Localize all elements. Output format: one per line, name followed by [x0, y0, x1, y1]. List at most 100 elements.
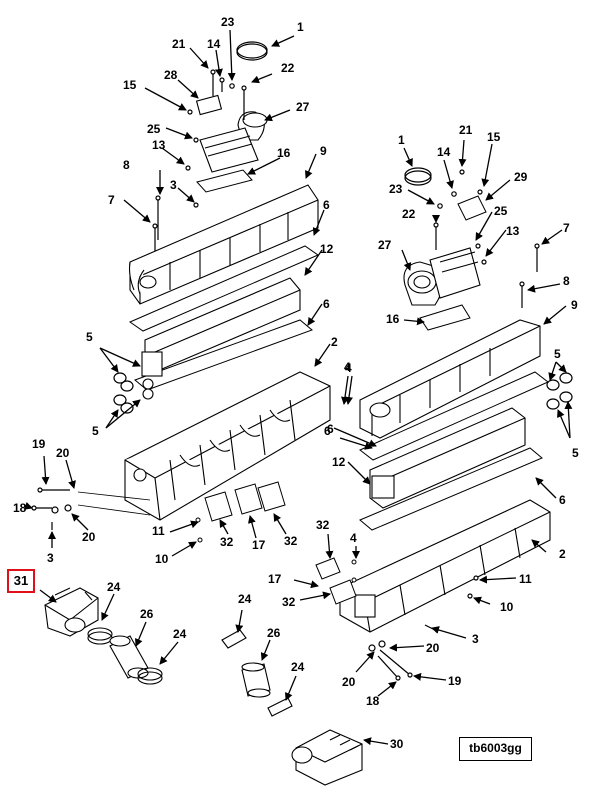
callout-26[interactable]: 26	[140, 607, 154, 621]
callout-24[interactable]: 24	[107, 580, 121, 594]
turbo-outlet-part	[291, 729, 363, 786]
gasket-part	[195, 481, 286, 543]
callout-22[interactable]: 22	[402, 207, 416, 221]
callout-9[interactable]: 9	[571, 298, 578, 312]
callout-5[interactable]: 5	[86, 330, 93, 344]
callout-10[interactable]: 10	[500, 600, 514, 614]
callout-18[interactable]: 18	[13, 501, 27, 515]
bolts-part	[152, 69, 247, 262]
callout-6[interactable]: 6	[327, 422, 334, 436]
callout-10[interactable]: 10	[155, 552, 169, 566]
callout-23[interactable]: 23	[389, 182, 403, 196]
gasket-part	[196, 169, 253, 193]
callout-8[interactable]: 8	[563, 274, 570, 288]
elbow-outlet-part	[195, 94, 268, 173]
callout-4[interactable]: 4	[344, 360, 351, 374]
callout-5[interactable]: 5	[572, 446, 579, 460]
callout-5[interactable]: 5	[554, 347, 561, 361]
figure-reference-label: tb6003gg	[459, 737, 532, 761]
callout-4[interactable]: 4	[350, 531, 357, 545]
turbo-outlet-part	[44, 587, 99, 637]
adapter-block-part	[141, 351, 163, 400]
clamp-part	[404, 167, 432, 186]
callout-5[interactable]: 5	[92, 424, 99, 438]
callout-16[interactable]: 16	[386, 312, 400, 326]
manifold-lower-part	[124, 371, 331, 521]
callout-2[interactable]: 2	[559, 547, 566, 561]
callout-24[interactable]: 24	[238, 592, 252, 606]
callout-15[interactable]: 15	[487, 130, 501, 144]
callout-24[interactable]: 24	[173, 627, 187, 641]
callout-6[interactable]: 6	[323, 198, 330, 212]
callout-18[interactable]: 18	[366, 694, 380, 708]
callout-22[interactable]: 22	[281, 61, 295, 75]
callout-3[interactable]: 3	[47, 551, 54, 565]
callout-1[interactable]: 1	[297, 20, 304, 34]
leader-lines	[77, 491, 151, 516]
callout-20[interactable]: 20	[56, 446, 70, 460]
gasket-strip-part	[359, 371, 549, 461]
callout-20[interactable]: 20	[426, 641, 440, 655]
callout-21[interactable]: 21	[459, 123, 473, 137]
heat-shield-part	[369, 407, 526, 509]
callout-6[interactable]: 6	[324, 424, 331, 438]
callout-6[interactable]: 6	[559, 493, 566, 507]
callout-13[interactable]: 13	[152, 138, 166, 152]
callout-30[interactable]: 30	[390, 737, 404, 751]
callout-19[interactable]: 19	[32, 437, 46, 451]
callout-27[interactable]: 27	[378, 238, 392, 252]
gasket-strip-part	[359, 447, 543, 531]
callout-16[interactable]: 16	[277, 146, 291, 160]
callout-23[interactable]: 23	[221, 15, 235, 29]
callout-19[interactable]: 19	[448, 674, 462, 688]
callout-25[interactable]: 25	[147, 122, 161, 136]
callout-27[interactable]: 27	[296, 100, 310, 114]
callout-11[interactable]: 11	[152, 524, 165, 538]
callout-3[interactable]: 3	[472, 632, 479, 646]
gasket-part	[315, 557, 357, 605]
elbow-outlet-part	[403, 247, 481, 306]
clamp-part	[236, 41, 268, 61]
callout-32[interactable]: 32	[316, 518, 330, 532]
callout-4[interactable]: 4	[345, 361, 352, 375]
callout-7[interactable]: 7	[108, 193, 115, 207]
callout-32[interactable]: 32	[284, 534, 298, 548]
manifold-upper-part	[359, 319, 541, 439]
callout-7[interactable]: 7	[563, 221, 570, 235]
o-ring-part	[113, 372, 134, 414]
highlighted-callout-box[interactable]: 31	[7, 569, 35, 593]
callout-3[interactable]: 3	[170, 178, 177, 192]
tube-assembly-part	[87, 627, 163, 685]
callout-15[interactable]: 15	[123, 78, 137, 92]
callout-14[interactable]: 14	[207, 37, 221, 51]
callout-8[interactable]: 8	[123, 158, 130, 172]
callout-17[interactable]: 17	[268, 572, 282, 586]
gasket-part	[419, 304, 471, 331]
callout-12[interactable]: 12	[332, 455, 346, 469]
leader-arrows	[24, 29, 573, 746]
callout-32[interactable]: 32	[282, 595, 296, 609]
callout-14[interactable]: 14	[437, 145, 451, 159]
callout-32[interactable]: 32	[220, 535, 234, 549]
flange-part	[457, 195, 487, 221]
callout-12[interactable]: 12	[320, 242, 334, 256]
callout-25[interactable]: 25	[494, 204, 508, 218]
highlighted-callout-label: 31	[13, 573, 29, 588]
tube-assembly-part	[221, 629, 293, 717]
callout-9[interactable]: 9	[320, 144, 327, 158]
callout-29[interactable]: 29	[514, 170, 528, 184]
callout-24[interactable]: 24	[291, 660, 305, 674]
callout-28[interactable]: 28	[164, 68, 178, 82]
callout-21[interactable]: 21	[172, 37, 186, 51]
callout-2[interactable]: 2	[331, 335, 338, 349]
callout-6[interactable]: 6	[323, 297, 330, 311]
callout-11[interactable]: 11	[519, 572, 532, 586]
callout-13[interactable]: 13	[506, 224, 520, 238]
callout-20[interactable]: 20	[82, 530, 96, 544]
callout-1[interactable]: 1	[398, 133, 405, 147]
callout-26[interactable]: 26	[267, 626, 281, 640]
callout-17[interactable]: 17	[252, 538, 266, 552]
gasket-strip-part	[134, 319, 313, 391]
callout-20[interactable]: 20	[342, 675, 356, 689]
